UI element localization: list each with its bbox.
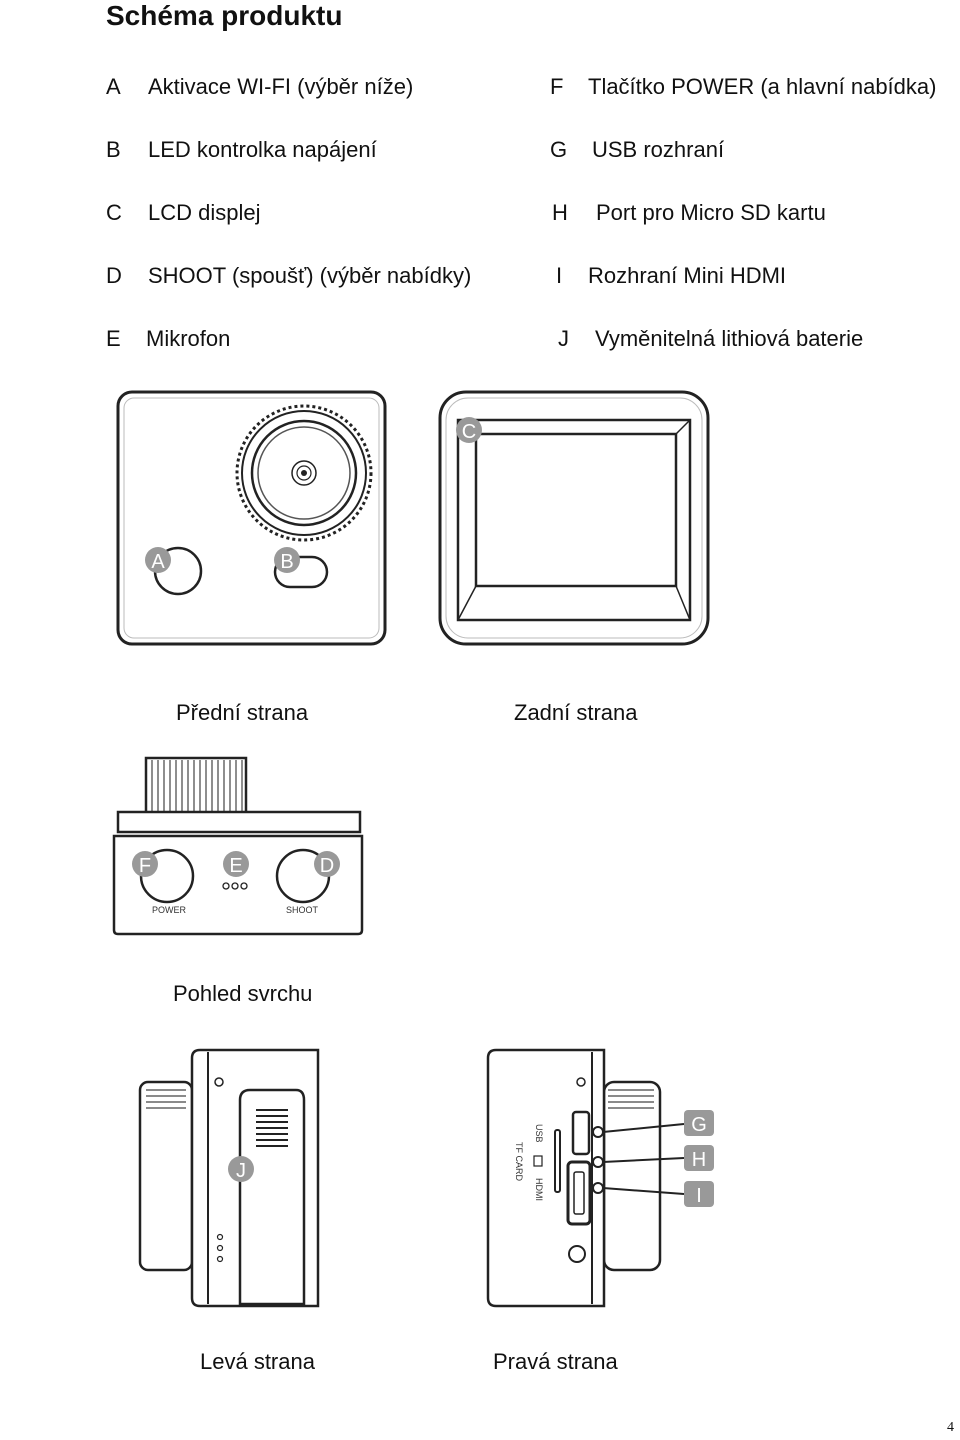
legend-text: Mikrofon <box>146 326 231 351</box>
legend-text: USB rozhraní <box>592 137 725 162</box>
badge-b <box>274 547 300 573</box>
svg-text:A: A <box>151 551 165 573</box>
badge-j <box>228 1156 254 1182</box>
power-label: POWER <box>152 905 187 915</box>
legend-text: SHOOT (spoušť) (výběr nabídky) <box>148 263 472 288</box>
legend-letter: D <box>106 263 122 288</box>
svg-text:J: J <box>236 1160 246 1182</box>
tf-card-label: TF CARD <box>514 1142 524 1181</box>
legend-text: Tlačítko POWER (a hlavní nabídka) <box>588 74 937 99</box>
sd-slot <box>554 1129 561 1193</box>
page-title: Schéma produktu <box>106 0 343 31</box>
back-view-diagram: C <box>438 390 710 646</box>
svg-text:F: F <box>139 855 151 877</box>
svg-text:E: E <box>229 855 242 877</box>
legend-text: Vyměnitelná lithiová baterie <box>595 326 864 351</box>
badge-f <box>132 851 158 877</box>
svg-text:C: C <box>462 421 476 443</box>
badge-g <box>684 1110 714 1136</box>
svg-text:H: H <box>692 1149 706 1171</box>
legend-text: LED kontrolka napájení <box>148 137 377 162</box>
usb-port <box>571 1110 591 1156</box>
usb-label: USB <box>534 1124 544 1143</box>
legend-text: Port pro Micro SD kartu <box>596 200 826 225</box>
legend-letter: J <box>558 326 569 351</box>
legend-text: Aktivace WI-FI (výběr níže) <box>148 74 414 99</box>
caption-right: Pravá strana <box>493 1349 618 1374</box>
badge-c <box>456 417 482 443</box>
legend-text: LCD displej <box>148 200 261 225</box>
legend-letter: E <box>106 326 121 351</box>
right-side-diagram: USB TF CARD HDMI G H I <box>486 1048 714 1308</box>
legend-letter: B <box>106 137 121 162</box>
legend-letter: I <box>556 263 563 288</box>
caption-top: Pohled svrchu <box>173 981 313 1006</box>
battery-door-j <box>238 1088 306 1306</box>
hdmi-label: HDMI <box>534 1178 544 1201</box>
badge-h <box>684 1145 714 1171</box>
legend-letter: H <box>552 200 568 225</box>
svg-text:B: B <box>280 551 293 573</box>
legend-letter: F <box>550 74 564 99</box>
svg-text:I: I <box>696 1185 702 1207</box>
mic-hole <box>222 882 230 890</box>
legend-letter: G <box>550 137 568 162</box>
legend-letter: A <box>106 74 121 99</box>
badge-a <box>145 547 171 573</box>
page-number: 4 <box>947 1420 954 1435</box>
shoot-label: SHOOT <box>286 905 319 915</box>
caption-back: Zadní strana <box>514 700 638 725</box>
caption-front: Přední strana <box>176 700 309 725</box>
front-view-diagram: A B <box>116 390 387 646</box>
badge-e <box>223 851 249 877</box>
legend-text: Rozhraní Mini HDMI <box>588 263 787 288</box>
svg-text:D: D <box>320 855 334 877</box>
badge-d <box>314 851 340 877</box>
top-view-diagram: F POWER E D SHOOT <box>112 756 364 936</box>
badge-i <box>684 1181 714 1207</box>
legend-letter: C <box>106 200 122 225</box>
left-side-diagram: J <box>138 1048 320 1308</box>
caption-left: Levá strana <box>200 1349 315 1374</box>
svg-text:G: G <box>691 1114 707 1136</box>
